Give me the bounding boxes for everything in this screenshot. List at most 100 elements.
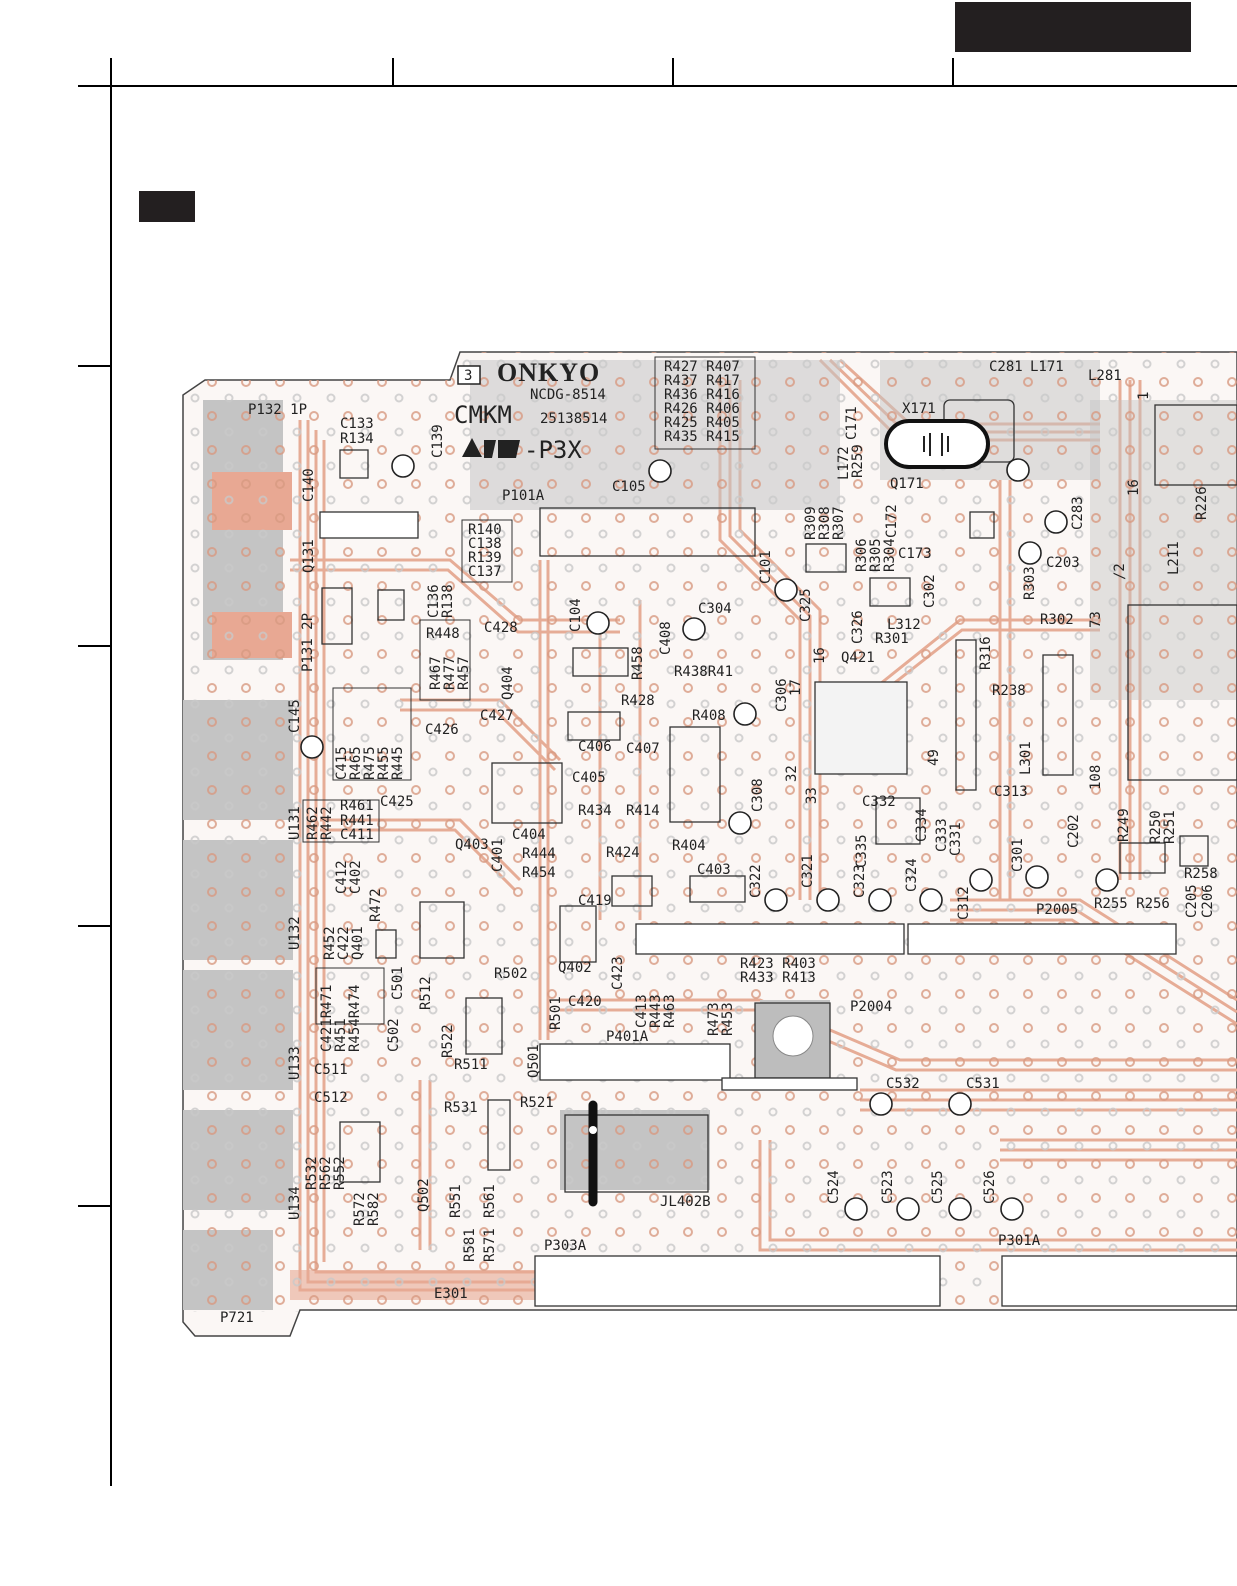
cert-mark: -P3X	[524, 436, 582, 464]
ul-mark	[462, 438, 520, 458]
label: R308	[817, 506, 833, 540]
label: C139	[430, 424, 446, 458]
legend-boxes	[302, 356, 756, 1025]
label: C301	[1010, 838, 1026, 872]
label: C206	[1200, 884, 1216, 918]
label: C145	[287, 699, 303, 733]
label: Q421	[841, 650, 875, 666]
label: R467	[428, 656, 444, 690]
label: R444	[522, 846, 556, 862]
component-labels: P132 1P C133 R134 P101A C105 R140 C138 R…	[220, 359, 1218, 1326]
label: C332	[862, 794, 896, 810]
label: X171	[902, 401, 936, 417]
label: C402	[348, 860, 364, 894]
frame-left-rule	[110, 58, 112, 1486]
label: P401A	[606, 1029, 649, 1045]
label: R531	[444, 1100, 478, 1116]
label: C426	[425, 722, 459, 738]
header-black-block	[955, 2, 1191, 52]
label: R457	[456, 656, 472, 690]
label: C205	[1184, 884, 1200, 918]
label: C138	[468, 536, 502, 552]
label: C415	[334, 746, 350, 780]
label: L211	[1166, 541, 1182, 575]
label: C524	[826, 1170, 842, 1204]
label: 32	[784, 765, 800, 782]
label: C422	[336, 926, 352, 960]
label: R501	[548, 996, 564, 1030]
label: R454R474	[347, 985, 363, 1052]
frame-tick-3	[952, 58, 954, 86]
label: Q501	[526, 1044, 542, 1078]
label: C333	[934, 818, 950, 852]
label: C313	[994, 784, 1028, 800]
label: U131	[287, 806, 303, 840]
label: R428	[621, 693, 655, 709]
heatsink-hole	[772, 1015, 814, 1057]
label: C104	[568, 598, 584, 632]
label: R424	[606, 845, 640, 861]
label: R458	[630, 646, 646, 680]
frame-row-tick-4	[78, 1205, 112, 1207]
label: R448	[426, 626, 460, 642]
label: C427	[480, 708, 514, 724]
electrolytic-caps	[300, 454, 1119, 1221]
label: R442	[319, 806, 335, 840]
label: C523	[880, 1170, 896, 1204]
label: R138	[440, 584, 456, 618]
label: Q131	[301, 539, 317, 573]
label: C334	[914, 808, 930, 842]
label: C324	[904, 858, 920, 892]
label: C428	[484, 620, 518, 636]
top-ref-table: R427 R407 R437 R417 R436 R416 R426 R406 …	[664, 359, 740, 445]
label: U134	[287, 1186, 303, 1220]
label: C140	[301, 468, 317, 502]
label: Q401	[350, 926, 366, 960]
label: C532	[886, 1076, 920, 1092]
label: R259	[850, 444, 866, 478]
frame-tick-2	[672, 58, 674, 86]
label: R304	[882, 538, 898, 572]
label: C420	[568, 994, 602, 1010]
components	[319, 399, 1237, 1307]
label: R454	[522, 865, 556, 881]
frame-row-tick-3	[78, 925, 112, 927]
label: R462	[305, 806, 321, 840]
label: P2004	[850, 999, 892, 1015]
label: C105	[612, 479, 646, 495]
label: R477	[442, 656, 458, 690]
frame-row-tick-2	[78, 645, 112, 647]
label: P301A	[998, 1233, 1041, 1249]
label: R552	[332, 1156, 348, 1190]
brand-logo: ONKYO	[497, 358, 600, 387]
label: C412	[334, 860, 350, 894]
label: R423 R403	[740, 956, 816, 972]
label: R302	[1040, 612, 1074, 628]
label: C512	[314, 1090, 348, 1106]
serial-no: 25138514	[540, 411, 607, 427]
label: 108	[1088, 765, 1104, 790]
label: C531	[966, 1076, 1000, 1092]
label: C302	[922, 574, 938, 608]
label: Q403	[455, 837, 489, 853]
ref-line: R426 R406	[664, 401, 740, 417]
label: C306	[774, 678, 790, 712]
label: R303	[1022, 566, 1038, 600]
label: R522	[440, 1024, 456, 1058]
label: R301	[875, 631, 909, 647]
label: R461	[340, 798, 374, 814]
label: P101A	[502, 488, 545, 504]
label: R502	[494, 966, 528, 982]
label: R414	[626, 803, 660, 819]
label: C322	[748, 864, 764, 898]
crystal-symbol	[923, 433, 949, 456]
label: R572	[352, 1192, 368, 1226]
label: C137	[468, 564, 502, 580]
label: C401	[490, 838, 506, 872]
label: R571	[482, 1228, 498, 1262]
label: C323	[852, 864, 868, 898]
label: 33	[804, 787, 820, 804]
label: C136	[426, 584, 442, 618]
label: R139	[468, 550, 502, 566]
label: L312	[887, 617, 921, 633]
